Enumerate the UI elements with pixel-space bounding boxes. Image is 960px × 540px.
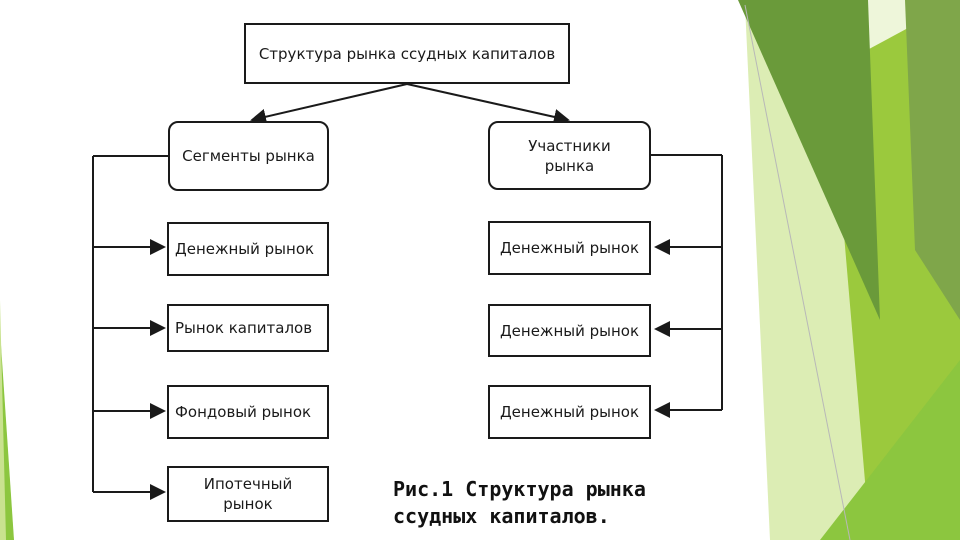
diagram-title-box: Структура рынка ссудных капиталов xyxy=(244,23,570,84)
deco-left-light-sliver xyxy=(0,300,6,540)
left-item-label: Фондовый рынок xyxy=(175,403,312,421)
right-item-box: Денежный рынок xyxy=(488,304,651,357)
right-item-label: Денежный рынок xyxy=(499,239,640,257)
deco-right-dark-triangle xyxy=(738,0,880,320)
left-item-label: Рынок капиталов xyxy=(175,319,313,337)
right-item-label: Денежный рынок xyxy=(499,403,640,421)
right-item-box: Денежный рынок xyxy=(488,221,651,275)
left-item-box: Фондовый рынок xyxy=(167,385,329,439)
deco-thin-line xyxy=(744,4,851,540)
left-header-box: Сегменты рынка xyxy=(168,121,329,191)
left-item-label: Ипотечный рынок xyxy=(203,475,293,513)
left-item-label: Денежный рынок xyxy=(175,240,315,258)
left-item-box: Рынок капиталов xyxy=(167,304,329,352)
right-header-box: Участники рынка xyxy=(488,121,651,190)
left-header-label: Сегменты рынка xyxy=(182,147,315,165)
left-item-box: Денежный рынок xyxy=(167,222,329,276)
right-item-box: Денежный рынок xyxy=(488,385,651,439)
right-item-label: Денежный рынок xyxy=(499,321,640,340)
deco-right-bright-bottom xyxy=(820,360,960,540)
deco-right-olive-wedge xyxy=(905,0,960,320)
diagram-title: Структура рынка ссудных капиталов xyxy=(258,44,556,63)
figure-caption: Рис.1 Структура рынка ссудных капиталов. xyxy=(393,477,646,528)
left-item-box: Ипотечный рынок xyxy=(167,466,329,522)
right-header-label: Участники рынка xyxy=(528,136,611,175)
